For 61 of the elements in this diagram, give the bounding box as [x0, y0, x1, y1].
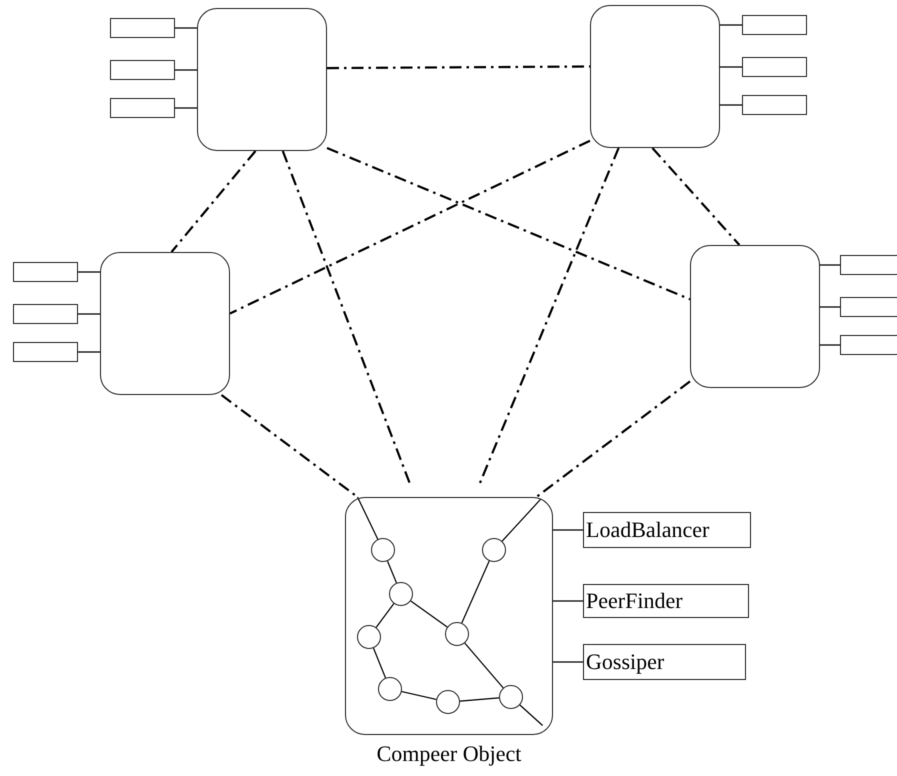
port-box: [13, 262, 78, 282]
dash-dot-connector: [327, 65, 590, 70]
object-caption: Compeer Object: [376, 742, 522, 766]
connector-line: [175, 27, 197, 29]
connector-line: [520, 704, 543, 726]
peer-circle: [356, 624, 381, 649]
connector-line: [820, 264, 840, 266]
connector-line: [720, 24, 742, 26]
connector-line: [386, 560, 398, 584]
port-box: [742, 95, 807, 115]
dash-dot-connector: [230, 140, 590, 314]
peer-circle: [482, 538, 506, 562]
dash-dot-connector: [536, 380, 691, 498]
peer-circle: [436, 690, 460, 714]
component-box: [690, 245, 820, 388]
peer-circle: [388, 582, 413, 606]
connector-line: [410, 600, 448, 628]
port-box: [840, 335, 897, 355]
peer-circle: [378, 676, 402, 701]
component-box: [590, 5, 720, 148]
dash-dot-connector: [652, 147, 740, 246]
connector-line: [464, 642, 504, 688]
connector-line: [175, 107, 197, 109]
port-box: [840, 255, 897, 275]
port-box: [110, 18, 175, 38]
dash-dot-connector: [326, 146, 690, 300]
component-box: [197, 8, 327, 151]
port-box: [13, 304, 78, 324]
connector-line: [460, 697, 500, 702]
peer-circle: [370, 538, 395, 562]
port-box: [742, 57, 807, 77]
connector-line: [720, 104, 742, 106]
peer-circle: [498, 684, 523, 709]
dash-dot-connector: [170, 150, 256, 253]
connector-line: [356, 496, 378, 540]
connector-line: [376, 603, 394, 628]
port-box: [840, 297, 897, 317]
label-box: Gossiper: [583, 644, 746, 680]
port-box: [110, 98, 175, 118]
connector-line: [820, 344, 840, 346]
port-box: [13, 342, 78, 362]
connector-line: [720, 66, 742, 68]
connector-line: [78, 351, 100, 353]
connector-line: [175, 69, 197, 71]
label-box: LoadBalancer: [583, 512, 751, 548]
dash-dot-connector: [282, 150, 411, 484]
connector-line: [402, 691, 436, 700]
connector-line: [820, 306, 840, 308]
port-box: [110, 60, 175, 80]
connector-line: [78, 313, 100, 315]
peer-circle: [444, 622, 469, 646]
label-box: PeerFinder: [583, 584, 749, 618]
connector-line: [553, 529, 583, 531]
connector-line: [372, 648, 386, 678]
connector-line: [553, 600, 583, 602]
connector-line: [78, 271, 100, 273]
port-box: [742, 15, 807, 35]
connector-line: [502, 499, 541, 542]
connector-line: [461, 560, 490, 624]
component-box: [100, 252, 230, 395]
connector-line: [553, 661, 583, 663]
